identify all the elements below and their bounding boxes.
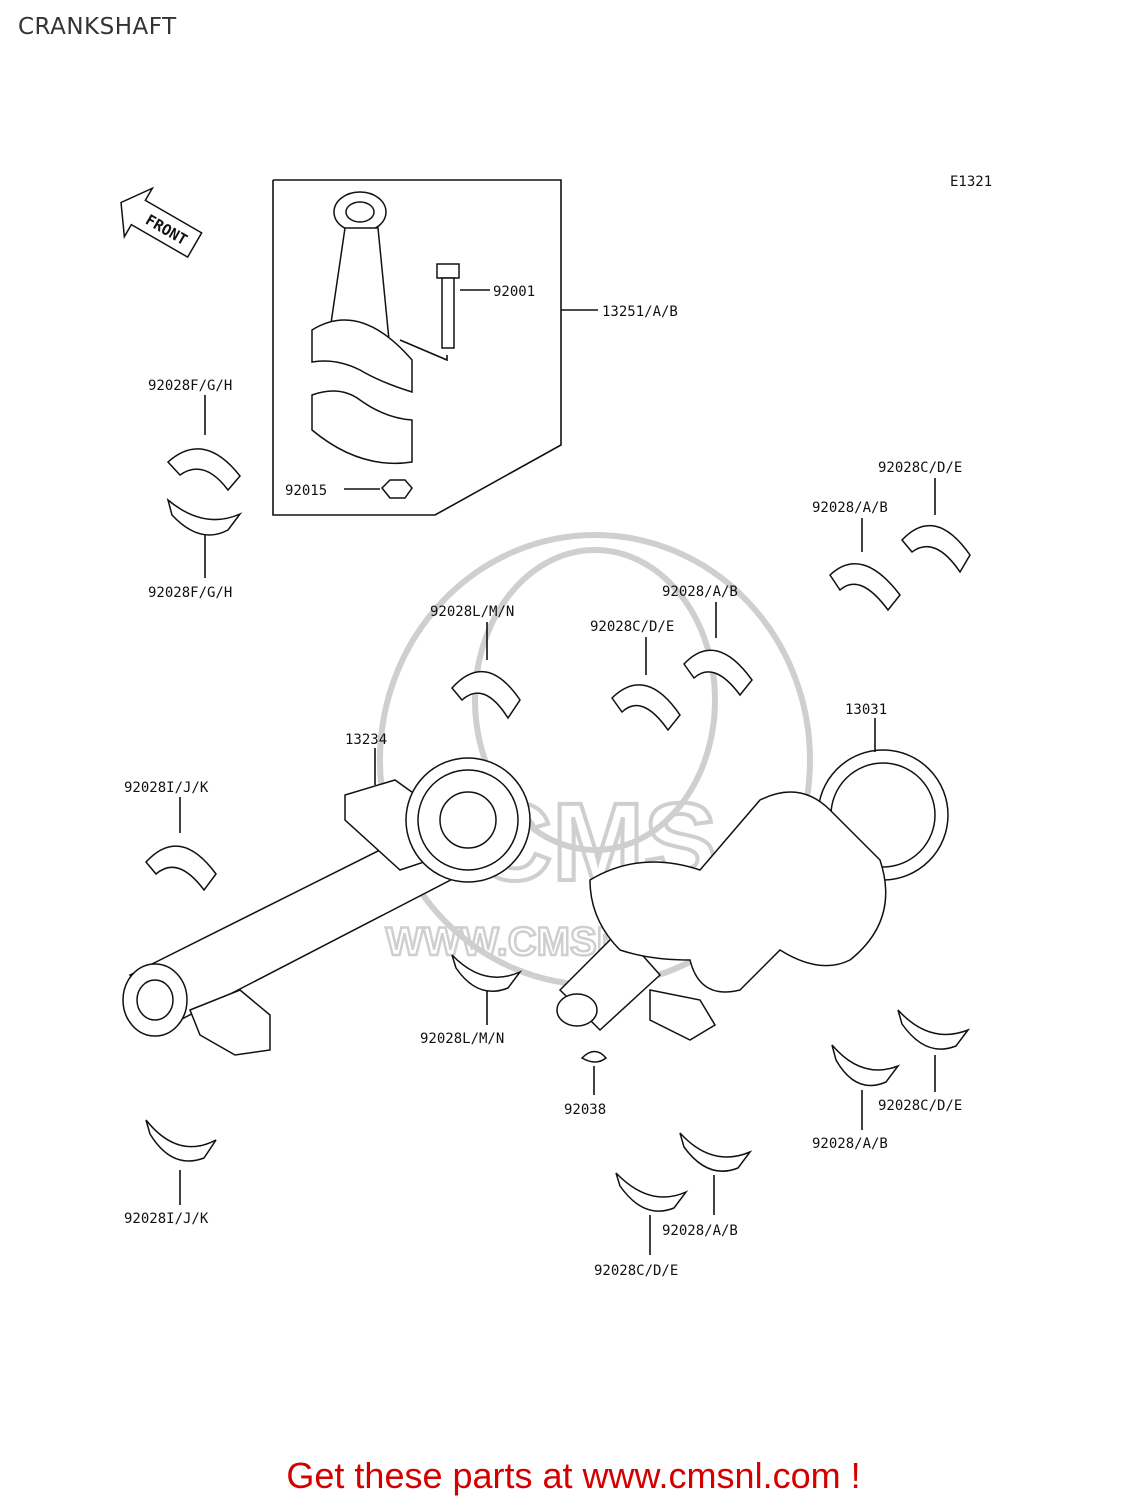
callout-13031: 13031 [845, 702, 887, 718]
bearing-ab-right-top [829, 518, 901, 612]
bearing-cde-mid-top [611, 637, 681, 732]
bearing-fgh-top [166, 395, 241, 492]
bearing-ijk-top [145, 797, 217, 892]
callout-92028ijk-bottom: 92028I/J/K [124, 1211, 209, 1227]
bearing-cde-right-top [900, 478, 971, 574]
callout-92028fgh-bottom: 92028F/G/H [148, 585, 232, 601]
nut-92015 [344, 479, 413, 499]
bearing-fgh-bottom [166, 497, 243, 578]
callout-labels: 92001 13251/A/B 92015 92028F/G/H 92028F/… [124, 284, 962, 1279]
bearing-lmn-bottom [451, 954, 523, 1025]
callout-92028ab-mid-bottom: 92028/A/B [662, 1223, 738, 1239]
callout-92001: 92001 [493, 284, 535, 300]
callout-92028cde-mid-bottom: 92028C/D/E [594, 1263, 678, 1279]
bearing-ab-mid-bottom [679, 1132, 753, 1215]
crankshaft-13031 [556, 718, 949, 1041]
callout-92028ab-right-top: 92028/A/B [812, 500, 888, 516]
callout-92028ab-mid-top: 92028/A/B [662, 584, 738, 600]
callout-92028cde-right-bottom: 92028C/D/E [878, 1098, 962, 1114]
callout-92028ab-right-bottom: 92028/A/B [812, 1136, 888, 1152]
balancer-shaft-13234 [122, 748, 531, 1056]
callout-92028lmn-top: 92028L/M/N [430, 604, 514, 620]
key-92038 [580, 1050, 608, 1095]
bearing-cde-right-bottom [897, 1009, 971, 1092]
bolt-92001 [399, 263, 490, 362]
callout-92028ijk-top: 92028I/J/K [124, 780, 209, 796]
callout-92028cde-right-top: 92028C/D/E [878, 460, 962, 476]
figure-code: E1321 [950, 174, 992, 190]
callout-92028fgh-top: 92028F/G/H [148, 378, 232, 394]
callout-13234: 13234 [345, 732, 387, 748]
bearing-ab-mid-top [683, 602, 753, 697]
bearing-shells [145, 395, 971, 1255]
footer-link[interactable]: Get these parts at www.cmsnl.com ! [286, 1455, 861, 1496]
callout-92038: 92038 [564, 1102, 606, 1118]
callout-92015: 92015 [285, 483, 327, 499]
connecting-rod [311, 191, 413, 465]
front-arrow-icon: FRONT [120, 186, 203, 259]
bearing-ijk-bottom [145, 1119, 217, 1205]
bearing-lmn-top [451, 622, 521, 720]
bearing-cde-mid-bottom [615, 1172, 689, 1255]
bearing-ab-right-bottom [831, 1044, 901, 1130]
callout-13251: 13251/A/B [602, 304, 678, 320]
page-title: CRANKSHAFT [18, 14, 177, 40]
callout-92028cde-mid-top: 92028C/D/E [590, 619, 674, 635]
connecting-rod-group-box [272, 179, 598, 516]
callout-92028lmn-bottom: 92028L/M/N [420, 1031, 504, 1047]
